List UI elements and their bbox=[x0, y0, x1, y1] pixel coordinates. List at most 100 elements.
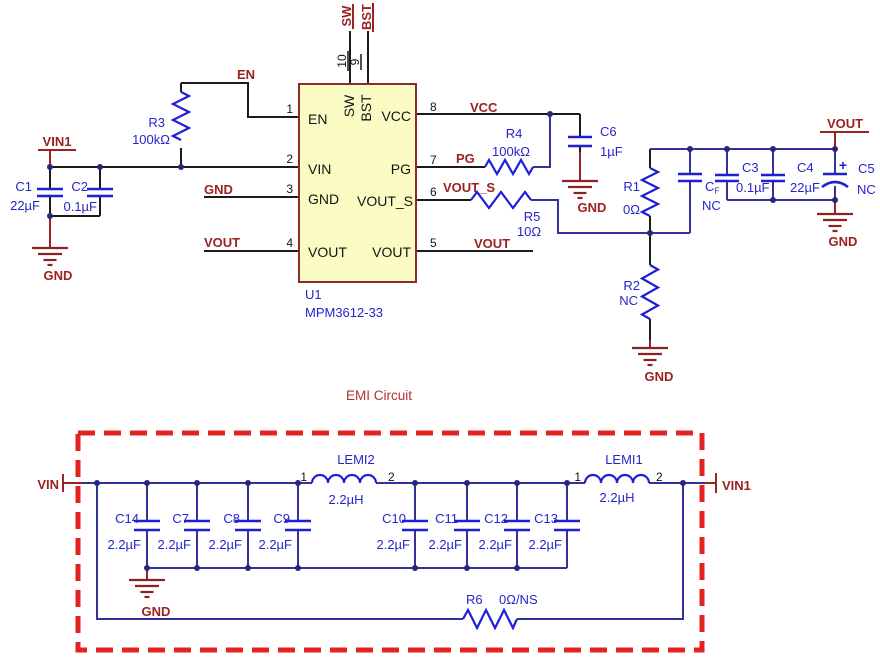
capacitor-c4: C4 22µF bbox=[761, 160, 820, 195]
ic-pin-name-vin: VIN bbox=[308, 161, 331, 177]
capacitor-c2-value: 0.1µF bbox=[63, 199, 97, 214]
capacitor-c12: C12 2.2µF bbox=[478, 511, 530, 552]
gnd-c6-label: GND bbox=[578, 200, 607, 215]
ic-pin-number-2: 2 bbox=[286, 152, 293, 166]
capacitor-c10: C10 2.2µF bbox=[376, 511, 428, 552]
resistor-r1-value: 0Ω bbox=[623, 202, 640, 217]
capacitor-c9-ref: C9 bbox=[273, 511, 290, 526]
resistor-r2: R2 NC bbox=[619, 264, 661, 320]
capacitor-c5-value: NC bbox=[857, 182, 876, 197]
resistor-r6-ref: R6 bbox=[466, 592, 483, 607]
capacitor-plates bbox=[821, 172, 849, 189]
gnd-c5: GND bbox=[815, 200, 857, 249]
ic-pin-number-8: 8 bbox=[430, 100, 437, 114]
capacitor-c3-ref: C3 bbox=[742, 160, 759, 175]
ic-pin-name-vcc: VCC bbox=[381, 108, 411, 124]
emi-title: EMI Circuit bbox=[346, 388, 412, 403]
ic-pin-name-vout-s: VOUT_S bbox=[357, 193, 413, 209]
wire-emi-return bbox=[96, 483, 684, 620]
resistor-r3-value: 100kΩ bbox=[132, 132, 170, 147]
capacitor-plates bbox=[184, 519, 210, 532]
capacitor-c13: C13 2.2µF bbox=[528, 511, 580, 552]
net-label-vout-s: VOUT_S bbox=[443, 180, 495, 195]
inductor-lemi2-ref: LEMI2 bbox=[337, 452, 375, 467]
capacitor-c11-ref: C11 bbox=[435, 511, 458, 526]
capacitor-c1-value: 22µF bbox=[10, 198, 40, 213]
capacitor-c11: C11 2.2µF bbox=[428, 511, 480, 552]
resistor-body bbox=[639, 167, 661, 217]
capacitor-plates bbox=[285, 519, 311, 532]
resistor-r6-value: 0Ω/NS bbox=[499, 592, 538, 607]
port-vin1-emi-label: VIN1 bbox=[722, 478, 751, 493]
capacitor-cf-value: NC bbox=[702, 198, 721, 213]
ic-pin-number-3: 3 bbox=[286, 182, 293, 196]
capacitor-plates bbox=[454, 519, 480, 532]
ic-pin-number-5: 5 bbox=[430, 236, 437, 250]
gnd-r2: GND bbox=[630, 340, 673, 384]
wire-r4-to-vcc bbox=[533, 114, 551, 168]
capacitor-plates bbox=[134, 519, 160, 532]
capacitor-c14: C14 2.2µF bbox=[107, 511, 160, 552]
ic-part-number: MPM3612-33 bbox=[305, 305, 383, 320]
capacitor-c14-value: 2.2µF bbox=[107, 537, 141, 552]
gnd-c6: GND bbox=[560, 152, 607, 215]
ic-pin-name-pg: PG bbox=[391, 161, 411, 177]
capacitor-c6-value: 1µF bbox=[600, 144, 623, 159]
inductor-lemi1: LEMI1 2.2µH 1 2 bbox=[574, 452, 663, 505]
capacitor-c10-ref: C10 bbox=[382, 511, 406, 526]
resistor-r2-value: NC bbox=[619, 293, 638, 308]
capacitor-c10-value: 2.2µF bbox=[376, 537, 410, 552]
net-label-bst: BST bbox=[359, 4, 374, 30]
net-label-sw: SW bbox=[339, 5, 354, 27]
capacitor-plates bbox=[678, 172, 702, 183]
inductor-body bbox=[583, 473, 651, 484]
capacitor-c1: C1 22µF bbox=[10, 179, 63, 213]
gnd-emi: GND bbox=[127, 568, 170, 619]
port-vin1-top-label: VIN1 bbox=[43, 134, 72, 149]
capacitor-plates bbox=[554, 519, 580, 532]
port-vout-top-marker bbox=[820, 131, 869, 149]
capacitor-plates bbox=[504, 519, 530, 532]
inductor-lemi2: LEMI2 2.2µH 1 2 bbox=[300, 452, 395, 507]
capacitor-c14-ref: C14 bbox=[115, 511, 139, 526]
net-labels: EN VIN1 VCC PG VOUT_S VOUT GND VOUT VOUT… bbox=[37, 3, 869, 493]
port-vin1-top: VIN1 bbox=[38, 134, 76, 167]
capacitor-c4-value: 22µF bbox=[790, 180, 820, 195]
capacitor-c5-polarity: + bbox=[839, 157, 847, 173]
net-label-gnd-pin3: GND bbox=[204, 182, 233, 197]
net-label-vcc: VCC bbox=[470, 100, 498, 115]
capacitor-c2-ref: C2 bbox=[71, 179, 88, 194]
ic-pin-number-1: 1 bbox=[286, 102, 293, 116]
inductor-lemi2-pin2: 2 bbox=[388, 470, 395, 484]
emi-dashed-border bbox=[75, 430, 705, 653]
capacitor-c8: C8 2.2µF bbox=[208, 511, 261, 552]
inductor-lemi1-pin2: 2 bbox=[656, 470, 663, 484]
port-vin-emi-label: VIN bbox=[37, 477, 59, 492]
resistor-r1-ref: R1 bbox=[623, 179, 640, 194]
resistor-r4-value: 100kΩ bbox=[492, 144, 530, 159]
capacitor-plates bbox=[87, 187, 113, 198]
capacitor-c4-ref: C4 bbox=[797, 160, 814, 175]
resistor-r5-value: 10Ω bbox=[517, 224, 541, 239]
capacitor-plates bbox=[568, 135, 592, 148]
gnd-c1: GND bbox=[30, 216, 72, 283]
capacitor-c3: C3 0.1µF bbox=[715, 160, 770, 195]
capacitor-plates bbox=[37, 187, 63, 198]
ic-pin-number-10: 10 bbox=[335, 54, 349, 68]
ic-pin-name-vout-left: VOUT bbox=[308, 244, 347, 260]
port-vin1-top-marker bbox=[38, 149, 76, 167]
capacitor-c6-ref: C6 bbox=[600, 124, 617, 139]
ic-pin-name-en: EN bbox=[308, 111, 327, 127]
capacitor-c6: C6 1µF bbox=[568, 124, 623, 159]
wire-r5-to-fb bbox=[531, 199, 690, 234]
inductor-body bbox=[310, 473, 378, 484]
capacitor-plates bbox=[715, 173, 739, 183]
ic-pin-number-4: 4 bbox=[286, 236, 293, 250]
ground-symbols: GND GND GND GND GND bbox=[30, 152, 857, 619]
resistor-body bbox=[170, 91, 192, 141]
resistor-r5-ref: R5 bbox=[524, 209, 541, 224]
net-label-vout-pin5: VOUT bbox=[474, 236, 510, 251]
capacitor-c13-ref: C13 bbox=[534, 511, 558, 526]
resistor-body bbox=[470, 190, 532, 210]
